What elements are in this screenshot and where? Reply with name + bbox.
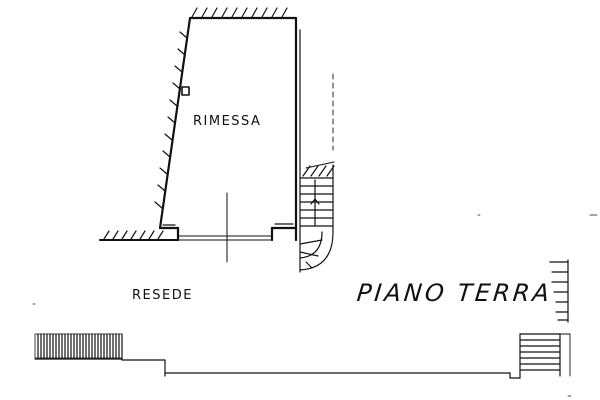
top-wall-hatching (191, 7, 288, 18)
right-vertical-scale (549, 259, 571, 377)
door-opening (177, 192, 273, 263)
ground-left (99, 230, 179, 241)
staircase (299, 161, 335, 273)
room-label-rimessa: RIMESSA (193, 114, 262, 129)
section-hatch-left (34, 333, 123, 359)
floor-title: PIANO TERRA (355, 279, 554, 307)
wall-notch (181, 86, 190, 96)
section-line (34, 333, 521, 379)
section-stairs-right (519, 333, 561, 377)
area-label-resede: RESEDE (132, 288, 193, 303)
left-wall-hatching (154, 31, 188, 209)
stray-marks (32, 214, 598, 397)
